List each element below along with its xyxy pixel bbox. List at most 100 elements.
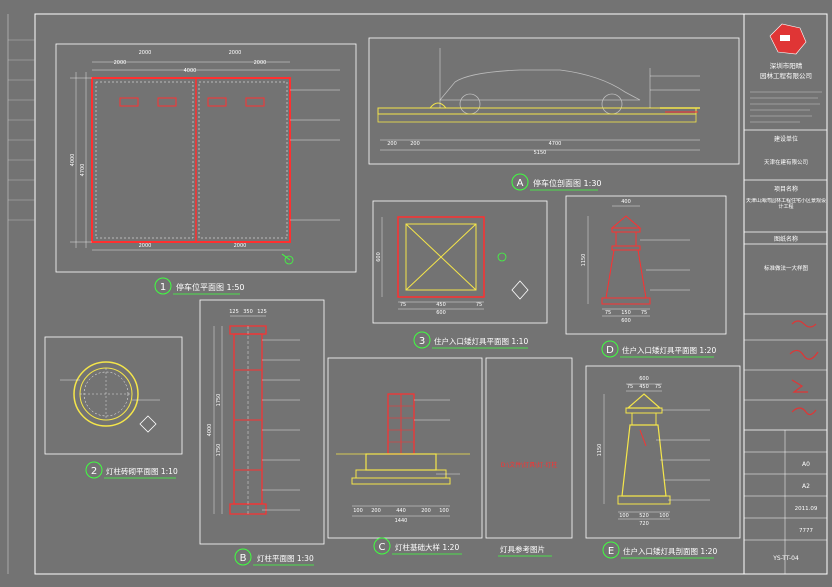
dim-p1-top-3: 2000: [114, 60, 127, 66]
project-value: 天津山海湾园林工程住宅小区景观设计工程: [746, 198, 826, 210]
panel-1-frame: [55, 43, 357, 273]
project-label: 项目名称: [774, 185, 798, 193]
title-C-text: 灯柱基础大样 1:20: [395, 542, 459, 552]
dim-pD-3: 75: [641, 310, 647, 316]
dim-p1-top-1: 2000: [139, 50, 152, 56]
size-value: A2: [802, 483, 810, 490]
title-C-badge: C: [379, 542, 386, 553]
title-A: A 停车位剖面图 1:30: [511, 173, 602, 191]
title-B: B 灯柱平面图 1:30: [234, 548, 314, 566]
title-D-badge: D: [606, 345, 614, 356]
dim-pE-top-2: 450: [639, 384, 649, 390]
panel-B-frame: [199, 299, 325, 545]
title-A-text: 停车位剖面图 1:30: [533, 178, 602, 188]
dim-pA-2: 200: [410, 141, 420, 147]
title-ref: 灯具参考图片: [498, 544, 552, 557]
client-value: 天津在建有限公司: [764, 158, 808, 166]
dim-p1-top-2: 2000: [229, 50, 242, 56]
dim-pC-1: 100: [353, 508, 363, 514]
dim-pA-3: 4700: [549, 141, 562, 147]
signature-stamps: [789, 320, 819, 416]
title-E-text: 住户入口矮灯具剖面图 1:20: [623, 546, 717, 556]
panel-C-frame: [327, 357, 483, 539]
company-name-2: 园林工程有限公司: [760, 71, 812, 80]
dim-p3-side: 600: [376, 252, 382, 262]
title-B-text: 灯柱平面图 1:30: [257, 553, 314, 563]
binding-grid: [8, 39, 35, 221]
dim-pD-side: 1150: [581, 254, 587, 267]
drawing-label: 图纸名称: [774, 235, 798, 243]
dim-pE-top-1: 75: [627, 384, 633, 390]
dim-pE-bottom-3: 100: [659, 513, 669, 519]
dim-pA-1: 200: [387, 141, 397, 147]
title-2: 2 灯柱砖砌平面图 1:10: [85, 461, 178, 479]
sheet-border: [34, 13, 828, 575]
title-1-text: 停车位平面图 1:50: [176, 282, 245, 292]
dim-pD-top: 400: [621, 199, 631, 205]
dim-pC-3: 440: [396, 508, 406, 514]
company-logo: [769, 23, 807, 55]
title-A-badge: A: [517, 178, 524, 189]
dim-p3-total: 600: [436, 310, 446, 316]
dim-pE-bottom-1: 100: [619, 513, 629, 519]
title-D-text: 住户入口矮灯具平面图 1:20: [622, 345, 716, 355]
title-1-badge: 1: [160, 282, 166, 293]
parking-plan: [70, 61, 340, 265]
drawing-value: 标准做法一大样图: [764, 264, 809, 272]
dim-pE-top-total: 600: [639, 376, 649, 382]
title-3-badge: 3: [419, 336, 425, 347]
dim-pE-bottom-2: 520: [639, 513, 649, 519]
panel-2-frame: [44, 336, 183, 455]
dim-pC-4: 200: [421, 508, 431, 514]
low-lamp-plan: [381, 216, 529, 310]
dim-pE-side: 1150: [597, 444, 603, 457]
pillar-foundation: [336, 393, 470, 517]
company-name: 深圳市阳晴: [770, 61, 803, 70]
title-C: C 灯柱基础大样 1:20: [373, 537, 462, 555]
date-value: 2011.09: [795, 506, 818, 512]
dim-pB-side-1: 4000: [207, 424, 213, 437]
dim-pB-side-3: 1750: [216, 444, 222, 457]
low-lamp-elevation: [587, 205, 690, 317]
dim-pD-2: 150: [621, 310, 631, 316]
dim-p1-left2: 4700: [80, 164, 86, 177]
dim-p1-total: 4000: [184, 68, 197, 74]
dim-pC-5: 100: [439, 508, 449, 514]
title-ref-text: 灯具参考图片: [500, 544, 545, 554]
dim-p1-bottom-1: 2000: [139, 243, 152, 249]
dim-pE-top-3: 75: [655, 384, 661, 390]
dim-pE-bottom-total: 720: [639, 521, 649, 527]
panel-E-frame: [585, 365, 741, 539]
panel-ref-frame: [485, 357, 573, 539]
dim-pB-top-3: 125: [257, 309, 267, 315]
ref-photo-path: D:\文件\灯具\灯-灯柱: [501, 461, 558, 469]
lamp-pillar-elevation: [213, 315, 300, 515]
title-block: [743, 13, 828, 575]
parking-section: [377, 48, 700, 151]
dim-p1-left: 4000: [70, 154, 76, 167]
panel-D-frame: [565, 195, 727, 335]
sheet-number: YS-TT-04: [772, 555, 799, 562]
panel-A-frame: [368, 37, 740, 165]
dim-pB-side-2: 1750: [216, 394, 222, 407]
dim-pD-1: 75: [605, 310, 611, 316]
dim-pB-top-2: 350: [243, 309, 253, 315]
title-3-text: 住户入口矮灯具平面图 1:10: [434, 336, 528, 346]
dim-p3-3: 75: [476, 302, 482, 308]
dim-pB-top-1: 125: [229, 309, 239, 315]
title-D: D 住户入口矮灯具平面图 1:20: [601, 340, 716, 358]
panel-3-frame: [372, 200, 548, 324]
scale-value: A0: [802, 461, 810, 468]
dim-pC-2: 200: [371, 508, 381, 514]
dim-p3-1: 75: [400, 302, 406, 308]
dim-pC-total: 1440: [395, 518, 408, 524]
title-1: 1 停车位平面图 1:50: [154, 277, 245, 295]
dim-pA-total: 5150: [534, 150, 547, 156]
title-3: 3 住户入口矮灯具平面图 1:10: [413, 331, 528, 349]
title-2-badge: 2: [91, 466, 97, 477]
dim-p1-bottom-2: 2000: [234, 243, 247, 249]
pillar-brick-plan: [60, 361, 160, 433]
dim-p1-top-4: 2000: [254, 60, 267, 66]
client-label: 建设单位: [774, 135, 798, 143]
number-value: 7777: [799, 528, 813, 534]
